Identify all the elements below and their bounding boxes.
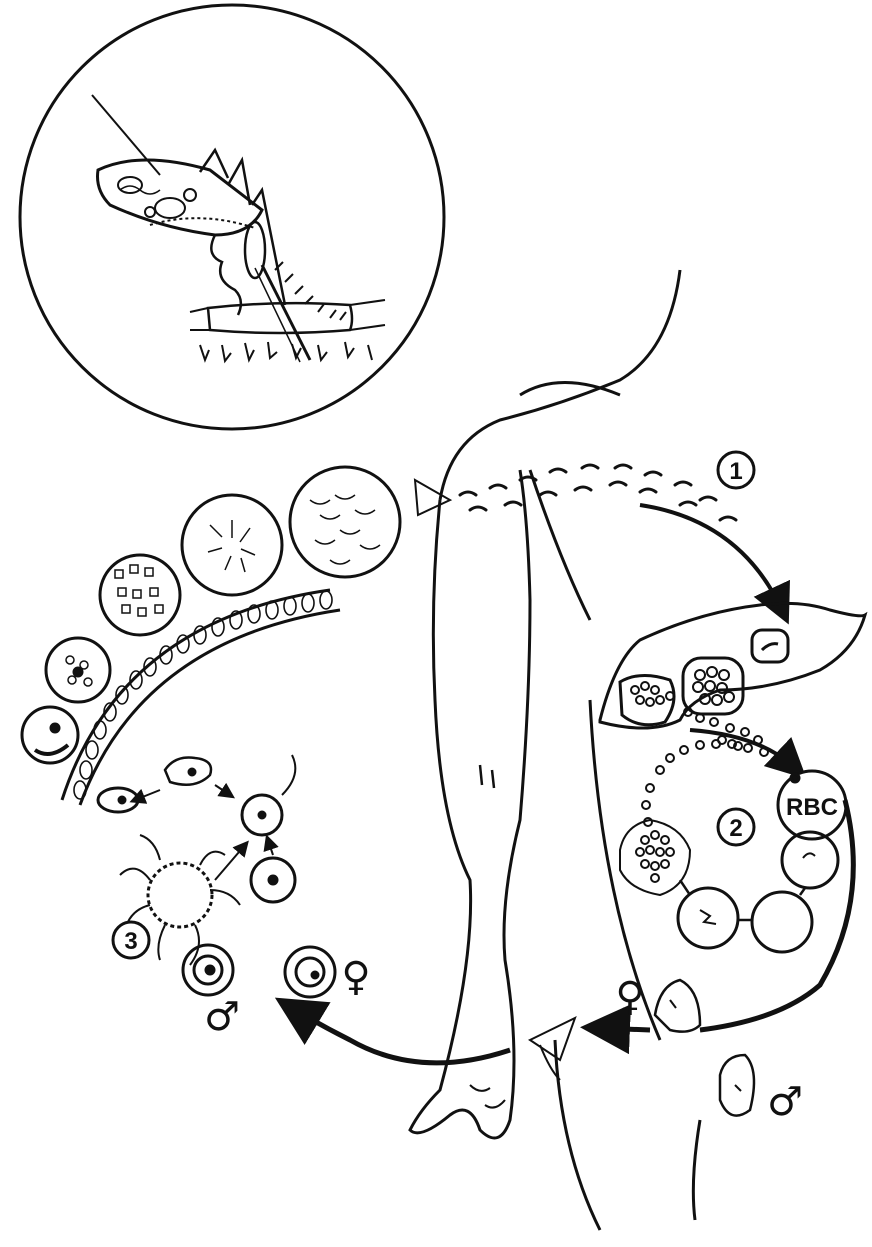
arrow-gametocyte-to-mosquito (600, 1028, 650, 1030)
arrow-to-liver (640, 505, 782, 610)
sporozoite-stream (460, 465, 736, 520)
female-symbol-mosquito: ♀ (341, 954, 370, 1000)
male-symbol-human: ♂ (767, 1079, 803, 1125)
stage-label-1-text: 1 (729, 458, 742, 485)
erythrocytic-cycle (620, 740, 853, 1030)
gametocytes (655, 980, 754, 1116)
mosquito-midgut (22, 467, 400, 997)
stage-label-3: 3 (113, 922, 149, 958)
liver-schizont (693, 667, 734, 705)
male-symbol-mosquito: ♂ (204, 994, 240, 1040)
stage-label-2-text: 2 (729, 815, 742, 842)
human-figure (410, 270, 700, 1230)
stage-label-3-text: 3 (124, 928, 137, 955)
arrow-to-mosquito-stage (292, 1008, 510, 1063)
stage-label-2: 2 (718, 809, 754, 845)
liver (600, 603, 865, 750)
mosquito-inset (20, 5, 444, 429)
female-symbol-human: ♀ (615, 974, 644, 1020)
stage-label-1: 1 (718, 452, 754, 488)
rbc-label: RBC (786, 794, 838, 821)
